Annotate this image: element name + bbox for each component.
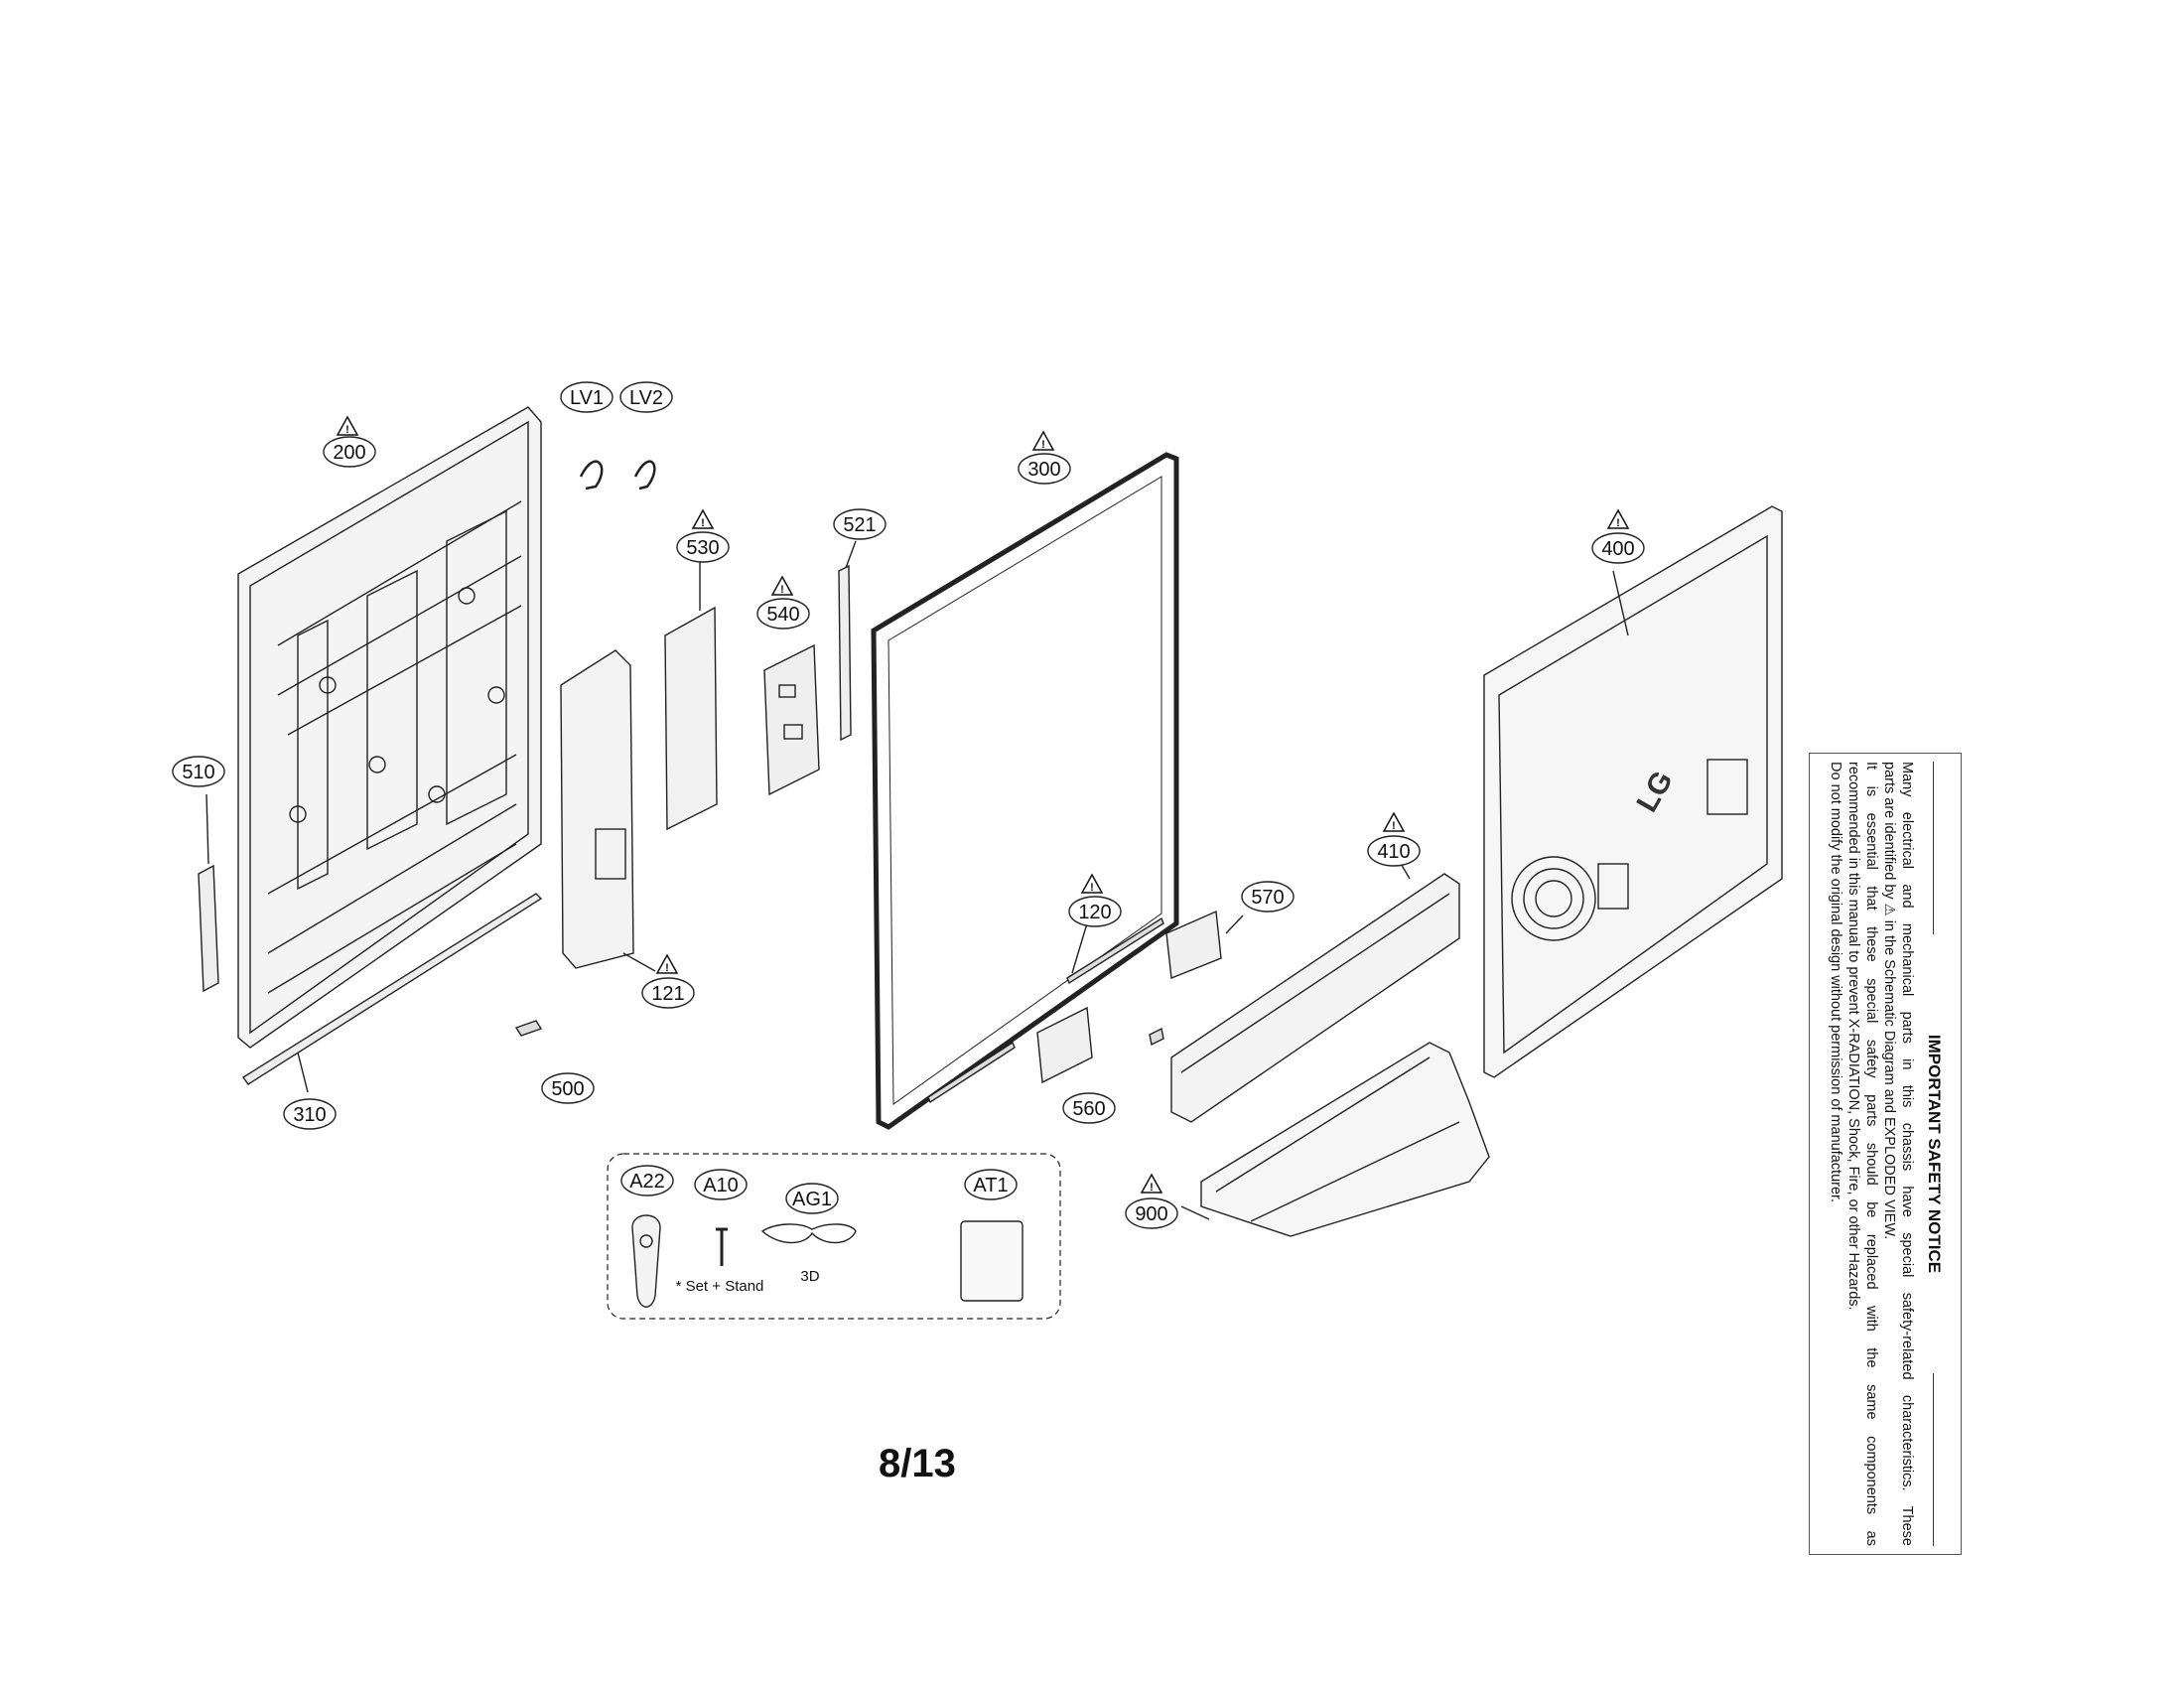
- callout-570: 570: [1241, 881, 1295, 913]
- part-521-small-board: [838, 540, 857, 742]
- callout-300: 300: [1018, 453, 1071, 485]
- svg-text:521: 521: [843, 514, 876, 536]
- svg-text:LV1: LV1: [570, 387, 604, 409]
- part-560-570-brackets: [1036, 910, 1244, 1084]
- callout-a22: A22: [620, 1165, 674, 1196]
- part-200-back-chassis: [237, 406, 542, 1049]
- svg-text:900: 900: [1135, 1203, 1167, 1225]
- caption-3d: 3D: [800, 1268, 819, 1285]
- svg-text:540: 540: [766, 604, 799, 626]
- svg-text:560: 560: [1072, 1098, 1105, 1120]
- svg-text:A10: A10: [703, 1175, 739, 1196]
- warning-triangle-icons: ! ! ! ! ! ! ! ! !: [337, 416, 1629, 1194]
- callout-a10: A10: [694, 1169, 748, 1200]
- accessories-box: [607, 1153, 1061, 1320]
- callout-530: 530: [676, 531, 730, 563]
- svg-text:LV2: LV2: [629, 387, 663, 409]
- part-310-bottom-bar: [241, 893, 543, 1093]
- part-900-stand: [1180, 1042, 1490, 1237]
- svg-text:410: 410: [1377, 841, 1410, 863]
- svg-text:530: 530: [686, 537, 719, 559]
- callout-410: 410: [1367, 835, 1421, 867]
- callout-900: 900: [1125, 1197, 1178, 1229]
- svg-text:121: 121: [651, 983, 684, 1005]
- svg-text:!: !: [1150, 1182, 1154, 1194]
- caption-set-stand: * Set + Stand: [676, 1278, 764, 1295]
- part-530-power-board: [664, 556, 718, 831]
- svg-text:300: 300: [1027, 459, 1060, 481]
- callout-at1: AT1: [964, 1169, 1018, 1200]
- part-540-main-board: [763, 643, 820, 796]
- callout-540: 540: [756, 598, 810, 630]
- svg-text:200: 200: [333, 442, 365, 464]
- callout-560: 560: [1062, 1092, 1116, 1124]
- callout-ag1: AG1: [785, 1183, 839, 1214]
- callout-510: 510: [172, 756, 225, 787]
- svg-text:AG1: AG1: [792, 1189, 832, 1210]
- safety-notice: IMPORTANT SAFETY NOTICE Many electrical …: [1809, 753, 1962, 1555]
- part-120-strips: [927, 913, 1164, 1104]
- svg-text:510: 510: [182, 762, 214, 783]
- callout-500: 500: [541, 1072, 595, 1104]
- callout-lv2: LV2: [619, 381, 673, 413]
- page-number: 8/13: [879, 1442, 956, 1485]
- part-400-rear-cover: [1483, 505, 1783, 1078]
- svg-text:!: !: [1041, 439, 1045, 451]
- svg-text:500: 500: [551, 1078, 584, 1100]
- callout-200: 200: [323, 436, 376, 468]
- safety-notice-line: recommended in this manual to prevent X-…: [1845, 762, 1861, 1311]
- svg-text:AT1: AT1: [973, 1175, 1008, 1196]
- svg-text:400: 400: [1601, 538, 1634, 560]
- svg-text:!: !: [1616, 517, 1620, 529]
- callout-310: 310: [283, 1098, 337, 1130]
- svg-text:120: 120: [1078, 902, 1111, 923]
- svg-text:!: !: [1090, 882, 1094, 894]
- callout-521: 521: [833, 508, 887, 540]
- safety-notice-line: parts are identified by ⚠ in the Schemat…: [1881, 762, 1897, 1240]
- safety-notice-line: It is essential that these special safet…: [1863, 762, 1879, 1546]
- svg-text:!: !: [701, 517, 705, 529]
- svg-text:310: 310: [293, 1104, 326, 1126]
- part-500-small-part: [514, 1020, 543, 1037]
- svg-text:!: !: [345, 424, 349, 436]
- svg-text:A22: A22: [629, 1171, 665, 1193]
- part-510-side-strip: [198, 793, 219, 993]
- svg-text:570: 570: [1251, 887, 1284, 909]
- svg-text:!: !: [1392, 820, 1396, 832]
- safety-notice-title: IMPORTANT SAFETY NOTICE: [1924, 762, 1944, 1546]
- part-lv-hooks: [579, 460, 656, 491]
- callout-400: 400: [1591, 532, 1645, 564]
- safety-notice-line: Do not modify the original design withou…: [1828, 762, 1843, 1203]
- callout-120: 120: [1068, 896, 1122, 927]
- part-121-bracket: [560, 649, 656, 972]
- callout-lv1: LV1: [560, 381, 614, 413]
- svg-text:!: !: [665, 962, 669, 974]
- svg-text:!: !: [780, 584, 784, 596]
- part-300-display-panel: [871, 452, 1179, 1130]
- safety-notice-line: Many electrical and mechanical parts in …: [1899, 762, 1915, 1546]
- callout-121: 121: [641, 977, 695, 1009]
